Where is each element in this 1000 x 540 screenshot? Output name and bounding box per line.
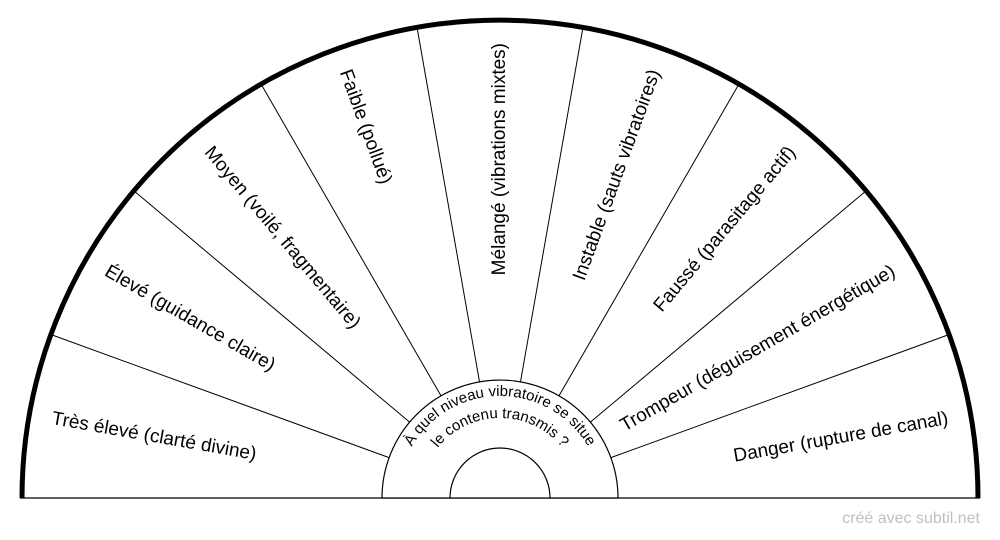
outer-arc <box>19 17 981 499</box>
segment-divider <box>610 334 950 459</box>
segment-label: Élevé (guidance claire) <box>101 261 279 376</box>
credit-text: créé avec subtil.net <box>842 510 980 527</box>
segment-divider <box>416 27 481 382</box>
segment-label: Mélangé (vibrations mixtes) <box>489 43 510 275</box>
center-circle <box>381 379 619 499</box>
segment-divider <box>133 190 410 423</box>
segment-label: Trompeur (déguisement énergétique) <box>617 261 899 436</box>
segment-label: Faussé (parasitage actif) <box>650 142 800 316</box>
segment-divider <box>260 83 442 397</box>
segment-label: Instable (sauts vibratoires) <box>569 67 665 284</box>
segment-divider <box>519 27 584 382</box>
segment-divider <box>590 190 867 423</box>
segment-label: Très élevé (clarté divine) <box>50 408 258 465</box>
segment-divider <box>558 83 740 397</box>
segment-dividers <box>50 27 950 459</box>
segment-label: Danger (rupture de canal) <box>732 408 950 466</box>
segment-label: Faible (pollué) <box>335 67 396 187</box>
segment-divider <box>50 334 390 459</box>
inner-hole <box>449 447 551 499</box>
segment-label: Moyen (voilé, fragmentaire) <box>200 142 365 333</box>
